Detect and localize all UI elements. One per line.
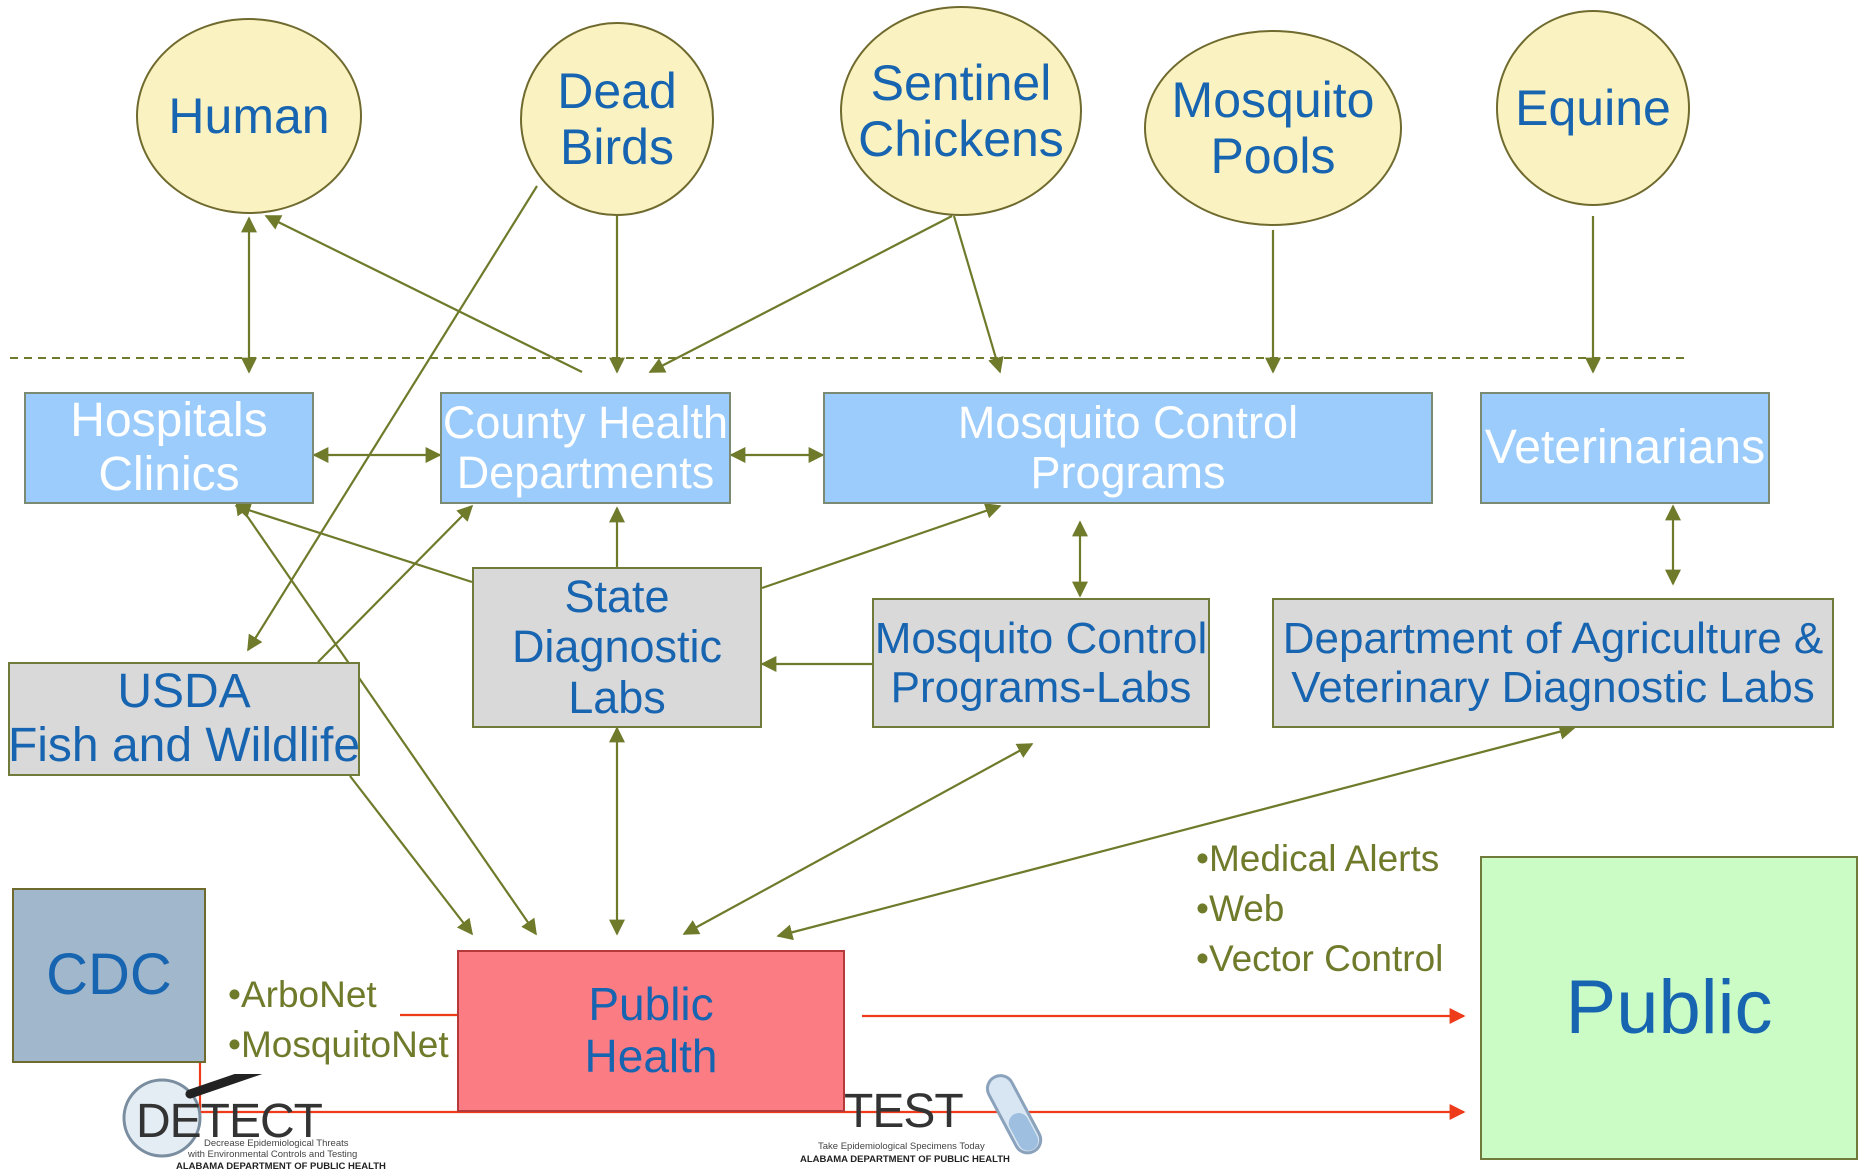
mosquito-control-label-line-1: Mosquito Control: [957, 396, 1299, 448]
public-health-box: Public Health: [457, 950, 845, 1112]
cdc-channel-list: •ArboNet •MosquitoNet: [228, 970, 449, 1070]
public-label: Public: [1565, 965, 1773, 1051]
equine-label: Equine: [1515, 80, 1671, 136]
detect-tagline-line-1: Decrease Epidemiological Threats: [204, 1138, 349, 1149]
channel-medical-alerts: •Medical Alerts: [1196, 838, 1440, 879]
provider-county-health: County Health Departments: [440, 392, 731, 504]
agriculture-label-line-1: Department of Agriculture &: [1282, 613, 1824, 663]
detect-wordmark: DETECT: [136, 1095, 323, 1148]
cdc-label: CDC: [46, 942, 172, 1008]
lab-state-diagnostic: State Diagnostic Labs: [472, 567, 762, 728]
channel-vector-control: •Vector Control: [1196, 937, 1444, 979]
link-agriculture-public-health: [776, 723, 1576, 941]
mosquito-labs-label-line-2: Programs-Labs: [890, 663, 1192, 712]
provider-hospitals: Hospitals Clinics: [24, 392, 314, 504]
mosquito-pools-label-line-1: Mosquito: [1171, 72, 1375, 128]
source-equine: Equine: [1496, 10, 1690, 206]
surveillance-links: [234, 185, 1681, 941]
test-logo: TEST Take Epidemiological Specimens Toda…: [800, 1070, 1070, 1170]
public-channel-list: •Medical Alerts •Web •Vector Control: [1196, 834, 1443, 984]
state-labs-label-line-2: Diagnostic: [511, 621, 723, 673]
link-chickens-mosquito-control: [952, 215, 1004, 374]
link-usda-public-health: [349, 775, 473, 936]
magnifier-icon: [122, 1074, 263, 1158]
link-usda-county: [317, 504, 474, 663]
channel-arbonet: •ArboNet: [228, 974, 377, 1015]
human-label: Human: [168, 88, 330, 144]
lab-usda: USDA Fish and Wildlife: [8, 662, 360, 776]
test-wordmark: TEST: [844, 1085, 964, 1138]
veterinarians-label: Veterinarians: [1484, 421, 1766, 475]
provider-mosquito-control: Mosquito Control Programs: [823, 392, 1433, 504]
sentinel-chickens-label-line-1: Sentinel: [870, 55, 1052, 111]
link-chickens-county: [648, 215, 953, 373]
source-mosquito-pools: Mosquito Pools: [1144, 30, 1402, 226]
channel-mosquitonet: •MosquitoNet: [228, 1023, 449, 1065]
test-org: ALABAMA DEPARTMENT OF PUBLIC HEALTH: [800, 1154, 1010, 1165]
mosquito-labs-label-line-1: Mosquito Control: [874, 613, 1208, 663]
hospitals-label-line-1: Hospitals: [70, 394, 268, 448]
public-health-label-line-2: Health: [584, 1030, 718, 1082]
link-mosquito-labs-public-health: [682, 743, 1034, 935]
provider-veterinarians: Veterinarians: [1480, 392, 1770, 504]
detect-logo: DETECT Decrease Epidemiological Threats …: [120, 1074, 386, 1172]
dead-birds-label-line-1: Dead: [557, 63, 677, 119]
usda-label-line-2: Fish and Wildlife: [7, 719, 361, 772]
usda-label-line-1: USDA: [117, 665, 251, 719]
dead-birds-label-line-2: Birds: [560, 119, 674, 175]
link-state-labs-hospitals: [234, 502, 473, 584]
cdc-box: CDC: [12, 888, 206, 1063]
channel-web: •Web: [1196, 887, 1285, 929]
state-labs-label-line-1: State: [564, 570, 670, 622]
mosquito-control-label-line-2: Programs: [1030, 447, 1226, 498]
test-tagline: Take Epidemiological Specimens Today: [818, 1141, 985, 1152]
link-hospitals-public-health: [235, 498, 537, 936]
source-dead-birds: Dead Birds: [520, 22, 714, 216]
source-sentinel-chickens: Sentinel Chickens: [840, 6, 1082, 216]
county-health-label-line-1: County Health: [442, 396, 729, 448]
agriculture-label-line-2: Veterinary Diagnostic Labs: [1291, 663, 1815, 712]
link-state-labs-mosquito-control: [761, 503, 1002, 590]
hospitals-label-line-2: Clinics: [98, 448, 240, 501]
source-human: Human: [136, 18, 362, 214]
mosquito-pools-label-line-2: Pools: [1210, 128, 1336, 184]
detect-tagline-line-2: with Environmental Controls and Testing: [188, 1149, 358, 1160]
public-health-label-line-1: Public: [588, 978, 714, 1031]
public-box: Public: [1480, 856, 1858, 1160]
county-health-label-line-2: Departments: [456, 447, 715, 498]
link-human-county: [264, 215, 583, 373]
detect-org: ALABAMA DEPARTMENT OF PUBLIC HEALTH: [176, 1161, 386, 1172]
state-labs-label-line-3: Labs: [568, 671, 666, 723]
lab-mosquito-control: Mosquito Control Programs-Labs: [872, 598, 1210, 728]
sentinel-chickens-label-line-2: Chickens: [858, 111, 1064, 167]
test-tube-icon: [985, 1074, 1043, 1155]
lab-agriculture: Department of Agriculture & Veterinary D…: [1272, 598, 1834, 728]
